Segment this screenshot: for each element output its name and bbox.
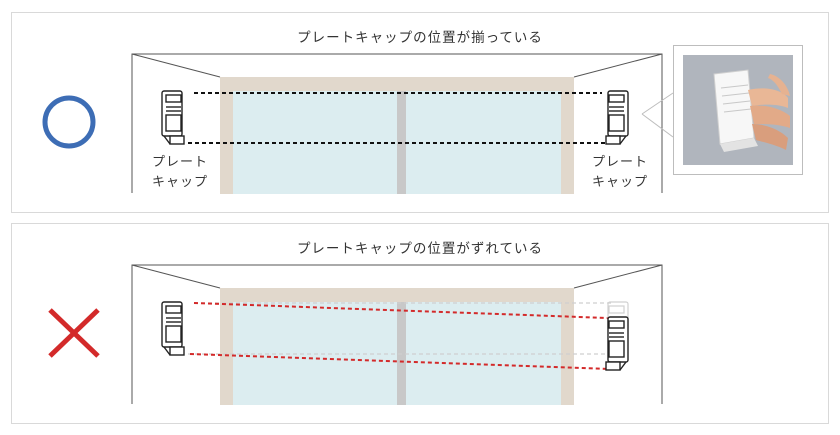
correct-illustration	[42, 53, 674, 194]
photo-illustration	[683, 55, 793, 165]
plate-cap-label-right: プレート キャップ	[591, 155, 648, 190]
room-outline	[131, 264, 663, 404]
incorrect-illustration	[48, 264, 663, 405]
reference-guides	[188, 302, 612, 355]
window	[220, 77, 574, 194]
plate-cap-label-left: プレート キャップ	[151, 155, 208, 190]
incorrect-example-panel: プレートキャップの位置がずれている	[11, 223, 829, 424]
plate-cap-icon	[161, 90, 185, 145]
plate-cap-icon	[605, 90, 629, 145]
misaligned-guides	[189, 302, 611, 370]
plate-cap-icon	[605, 316, 629, 371]
plate-cap-icon	[161, 301, 185, 356]
correct-caption: プレートキャップの位置が揃っている	[297, 30, 543, 46]
incorrect-caption: プレートキャップの位置がずれている	[296, 241, 544, 257]
guide-line-top	[193, 302, 609, 319]
photo-callout	[641, 92, 674, 138]
hand-holding-cap-photo	[673, 45, 803, 175]
correct-example-panel: プレートキャップの位置が揃っている	[11, 12, 829, 213]
room-outline	[131, 53, 663, 193]
cross-icon	[48, 308, 100, 358]
circle-icon	[42, 95, 96, 149]
alignment-guides	[188, 92, 608, 144]
window	[220, 288, 574, 405]
guide-line-bottom	[189, 353, 611, 370]
